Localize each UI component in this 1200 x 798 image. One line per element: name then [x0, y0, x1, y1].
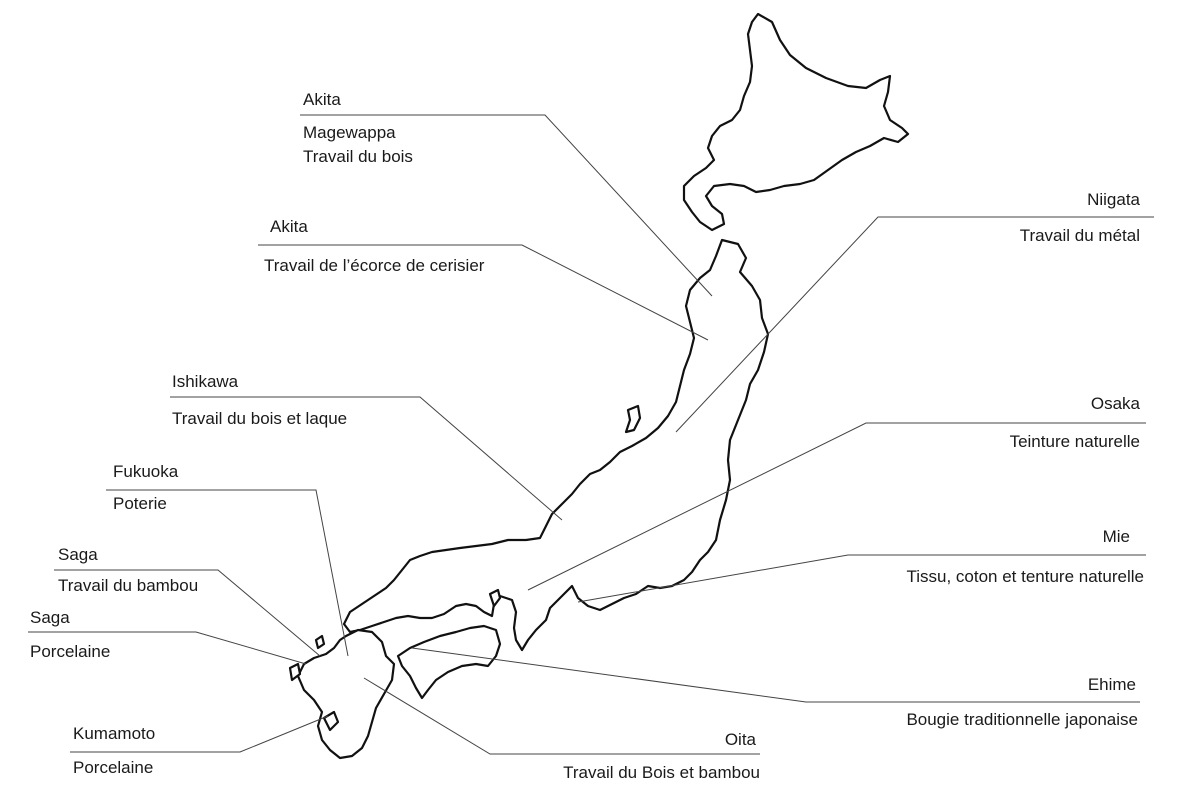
- craft-name: Travail de l’écorce de cerisier: [264, 256, 485, 275]
- craft-name: Travail du Bois et bambou: [563, 763, 760, 782]
- label-ishikawa: Ishikawa Travail du bois et laque: [172, 372, 347, 429]
- leader-mie: [577, 554, 1146, 603]
- prefecture-name: Ehime: [1087, 675, 1136, 694]
- craft-name: Magewappa: [303, 123, 396, 142]
- island-goto: [288, 662, 302, 682]
- prefecture-name: Akita: [303, 90, 341, 109]
- leader-akita-1: [300, 114, 713, 297]
- island-awaji: [488, 588, 502, 608]
- leader-lines: [28, 114, 1154, 755]
- island-hokkaido: [682, 12, 910, 232]
- label-akita-2-crafts: Travail de l’écorce de cerisier: [264, 256, 484, 276]
- prefecture-name: Akita: [270, 217, 308, 236]
- prefecture-name: Kumamoto: [73, 724, 156, 743]
- craft-name: Travail du bois: [303, 147, 413, 166]
- island-sado: [624, 404, 642, 434]
- leader-oita: [363, 677, 760, 755]
- prefecture-name: Mie: [1102, 527, 1130, 546]
- leader-akita-2: [258, 244, 709, 341]
- label-saga-2: Saga Porcelaine: [30, 608, 110, 662]
- craft-name: Travail du métal: [1019, 226, 1140, 245]
- label-oita-crafts: Travail du Bois et bambou: [563, 763, 760, 783]
- prefecture-name: Saga: [30, 608, 70, 627]
- island-iki: [314, 634, 326, 650]
- leader-ehime: [411, 647, 1140, 703]
- craft-name: Travail du bois et laque: [172, 409, 348, 428]
- island-shikoku: [396, 624, 502, 700]
- craft-name: Poterie: [113, 494, 167, 513]
- leader-fukuoka: [106, 489, 349, 657]
- label-fukuoka: Fukuoka Poterie: [113, 462, 178, 514]
- prefecture-name: Niigata: [1087, 190, 1140, 209]
- leader-niigata: [675, 216, 1154, 433]
- leader-saga-1: [54, 569, 321, 657]
- leader-ishikawa: [170, 396, 563, 521]
- craft-name: Teinture naturelle: [1009, 432, 1140, 451]
- label-oita: Oita: [725, 730, 756, 750]
- label-mie-crafts: Tissu, coton et tenture naturelle: [906, 567, 1144, 587]
- label-ehime: Ehime: [1088, 675, 1136, 695]
- label-kumamoto: Kumamoto Porcelaine: [73, 724, 155, 778]
- label-akita-2: Akita: [270, 217, 308, 237]
- label-akita-1: Akita Magewappa Travail du bois: [303, 90, 413, 167]
- prefecture-name: Fukuoka: [113, 462, 179, 481]
- craft-name: Tissu, coton et tenture naturelle: [906, 567, 1144, 586]
- craft-name: Porcelaine: [30, 642, 111, 661]
- craft-name: Bougie traditionnelle japonaise: [906, 710, 1138, 729]
- craft-name: Porcelaine: [73, 758, 154, 777]
- label-ehime-crafts: Bougie traditionnelle japonaise: [906, 710, 1138, 730]
- island-kyushu: [296, 628, 396, 760]
- label-saga-1: Saga Travail du bambou: [58, 545, 198, 596]
- leader-osaka: [527, 422, 1146, 591]
- island-honshu: [342, 238, 770, 652]
- prefecture-name: Osaka: [1090, 394, 1140, 413]
- label-osaka: Osaka Teinture naturelle: [1010, 394, 1140, 452]
- prefecture-name: Oita: [724, 730, 756, 749]
- prefecture-name: Ishikawa: [172, 372, 239, 391]
- leader-kumamoto: [70, 715, 329, 753]
- label-niigata: Niigata Travail du métal: [1020, 190, 1140, 246]
- leader-saga-2: [28, 631, 307, 665]
- prefecture-name: Saga: [58, 545, 98, 564]
- craft-name: Travail du bambou: [58, 576, 199, 595]
- label-mie: Mie: [1103, 527, 1130, 547]
